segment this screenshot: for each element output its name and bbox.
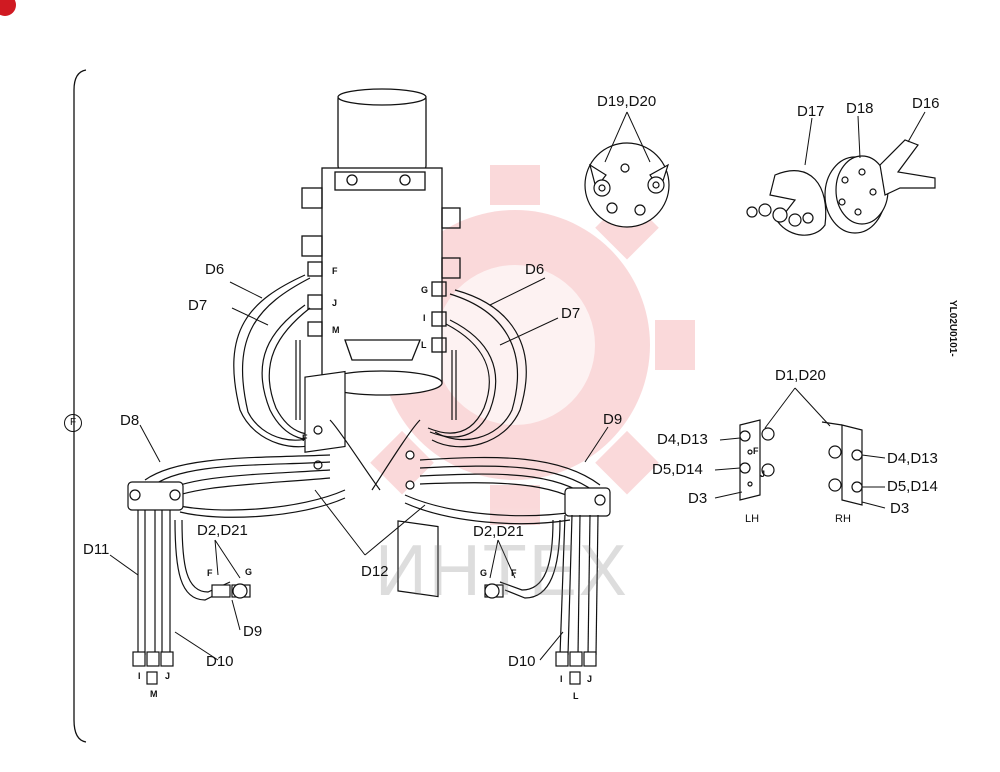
label-rh: RH bbox=[835, 513, 851, 525]
port-joint-l: L bbox=[421, 340, 427, 350]
port-right-j: J bbox=[587, 674, 593, 684]
port-right-i: I bbox=[560, 674, 563, 684]
label-d10-right: D10 bbox=[508, 653, 536, 670]
leader-rh bbox=[861, 454, 886, 509]
leader-d1 bbox=[764, 387, 831, 429]
label-d6-right: D6 bbox=[525, 261, 545, 278]
label-d9-bottom: D9 bbox=[243, 623, 263, 640]
label-d7-left: D7 bbox=[188, 297, 208, 314]
label-d1-d20: D1,D20 bbox=[775, 367, 826, 384]
port-joint-i: I bbox=[423, 313, 426, 323]
label-d9-right: D9 bbox=[603, 411, 623, 428]
leader-d17 bbox=[804, 117, 813, 166]
label-d8: D8 bbox=[120, 412, 140, 429]
leader-d18 bbox=[857, 115, 861, 159]
group-bracket bbox=[73, 69, 87, 743]
port-left-i: I bbox=[138, 671, 141, 681]
leader-lh bbox=[714, 437, 743, 499]
port-joint-m: M bbox=[332, 325, 340, 335]
label-d2-d21-right: D2,D21 bbox=[473, 523, 524, 540]
bracket-rh bbox=[821, 421, 863, 506]
corner-badge bbox=[0, 0, 16, 16]
label-d12: D12 bbox=[361, 563, 389, 580]
label-d11: D11 bbox=[83, 541, 110, 558]
label-d6-left: D6 bbox=[205, 261, 225, 278]
port-right-l: L bbox=[573, 691, 579, 701]
port-joint-j: J bbox=[332, 298, 338, 308]
leader-lines bbox=[109, 277, 609, 661]
drawing-code: YL02U0101- bbox=[947, 300, 958, 357]
label-d5-d14-rh: D5,D14 bbox=[887, 478, 938, 495]
lock-assembly bbox=[746, 139, 936, 236]
label-lh: LH bbox=[745, 513, 760, 525]
label-d3-rh: D3 bbox=[890, 500, 910, 517]
label-d10-left: D10 bbox=[206, 653, 234, 670]
port-lh-j: J bbox=[760, 469, 766, 479]
left-stack bbox=[127, 481, 251, 685]
port-lh-f: F bbox=[753, 446, 759, 456]
label-d3-lh: D3 bbox=[688, 490, 708, 507]
center-manifolds bbox=[304, 370, 439, 598]
label-d4-d13-lh: D4,D13 bbox=[657, 431, 708, 448]
port-br-f: F bbox=[511, 568, 517, 578]
port-br-g: G bbox=[480, 568, 488, 578]
port-left-j: J bbox=[165, 671, 171, 681]
port-left-m: M bbox=[150, 689, 158, 699]
bracket-lh bbox=[739, 419, 775, 501]
port-joint-g: G bbox=[421, 285, 429, 295]
label-d2-d21-left: D2,D21 bbox=[197, 522, 248, 539]
label-d17: D17 bbox=[797, 103, 825, 120]
right-stack bbox=[484, 487, 611, 685]
leader-d16 bbox=[907, 111, 926, 143]
label-d19-d20: D19,D20 bbox=[597, 93, 657, 110]
watermark-text: ИНТЕХ bbox=[375, 531, 629, 611]
swivel-plate-d19 bbox=[584, 142, 670, 228]
group-marker: F bbox=[64, 414, 82, 432]
swivel-joint bbox=[301, 88, 461, 396]
label-d7-right: D7 bbox=[561, 305, 581, 322]
label-d18: D18 bbox=[846, 100, 874, 117]
port-bl-f: F bbox=[207, 568, 213, 578]
hose-group-right bbox=[427, 289, 527, 448]
label-d16: D16 bbox=[912, 95, 940, 112]
port-manifold-f: F bbox=[302, 433, 308, 443]
label-d5-d14-lh: D5,D14 bbox=[652, 461, 703, 478]
port-joint-f: F bbox=[332, 266, 338, 276]
port-bl-g: G bbox=[245, 567, 253, 577]
label-d4-d13-rh: D4,D13 bbox=[887, 450, 938, 467]
leader-d19 bbox=[604, 111, 651, 163]
